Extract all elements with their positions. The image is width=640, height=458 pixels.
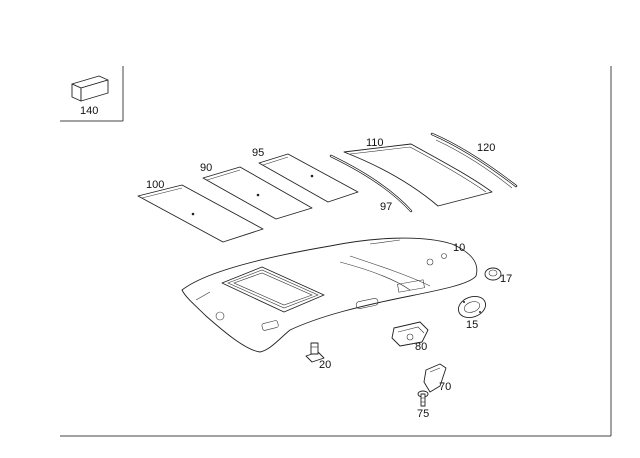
- holder-part-70[interactable]: [423, 363, 447, 393]
- screw-part-75[interactable]: [417, 390, 429, 407]
- callout-20: 20: [319, 359, 331, 371]
- grommet-part-17[interactable]: [484, 267, 502, 281]
- callout-95: 120: [477, 142, 495, 154]
- callout-97: 97: [380, 201, 392, 213]
- callout-140: 140: [80, 105, 98, 117]
- roof-panel-part-90[interactable]: [343, 143, 493, 207]
- callout-17: 17: [500, 273, 512, 285]
- cover-plate-part-15[interactable]: [455, 293, 488, 321]
- callout-10: 10: [453, 242, 465, 254]
- callout-75: 75: [417, 408, 429, 420]
- seal-strip-part-97[interactable]: [329, 154, 413, 213]
- headliner-part-10[interactable]: [181, 237, 478, 353]
- foam-block-part-140[interactable]: [71, 75, 109, 102]
- callout-100: 100: [146, 179, 164, 191]
- callout-15: 15: [466, 319, 478, 331]
- callout-80: 80: [415, 341, 427, 353]
- insulation-panel-part-120[interactable]: [258, 153, 359, 203]
- bracket-part-80[interactable]: [391, 321, 429, 347]
- clip-part-20[interactable]: [305, 342, 325, 363]
- roof-seal-part-95[interactable]: [430, 132, 518, 189]
- callout-110: 90: [200, 162, 212, 174]
- callout-70: 70: [439, 381, 451, 393]
- diagram-frame: [60, 66, 612, 437]
- inset-box-140: 140: [60, 66, 124, 122]
- callout-120: 95: [252, 147, 264, 159]
- callout-90: 110: [366, 137, 384, 149]
- insulation-panel-part-100[interactable]: [137, 184, 264, 243]
- insulation-panel-part-110[interactable]: [202, 166, 313, 220]
